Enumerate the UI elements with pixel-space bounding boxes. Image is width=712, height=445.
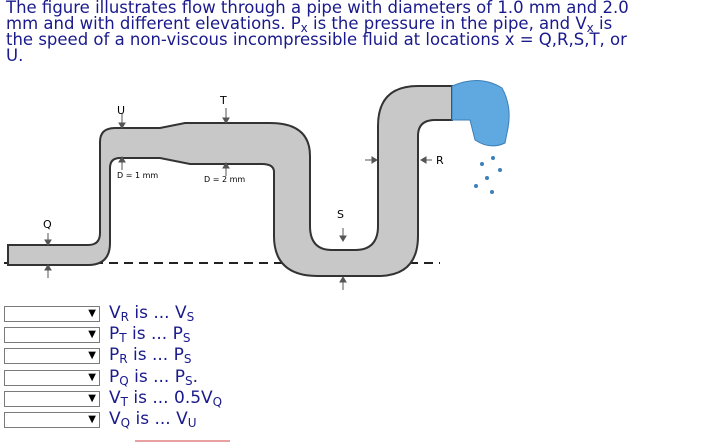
answer-dropdown[interactable]: ▼ [4, 369, 100, 386]
answer-dropdown[interactable]: ▼ [4, 306, 100, 322]
question-line-4: U. [6, 46, 24, 65]
answer-dropdown[interactable]: ▼ [4, 348, 100, 365]
answer-dropdown[interactable]: ▼ [4, 327, 100, 344]
underline-mark [135, 440, 230, 442]
label-u: U [117, 104, 125, 117]
statement-text: VT is ... 0.5VQ [109, 387, 223, 409]
answer-dropdown[interactable]: ▼ [4, 390, 100, 407]
statement-text: PQ is ... PS. [109, 366, 199, 388]
label-s: S [337, 208, 344, 221]
question-line-2c: is [593, 14, 613, 33]
chevron-down-icon: ▼ [88, 308, 96, 319]
answer-dropdown[interactable]: ▼ [4, 411, 100, 428]
label-r: R [436, 154, 444, 167]
pipe-figure: U T Q S R D = 1 mm D = 2 mm [4, 80, 510, 290]
question-line-3: the speed of a non-viscous incompressibl… [6, 30, 627, 49]
statement-text: VR is ... VS [109, 303, 195, 324]
question-line-2b: is the pressure in the pipe, and V [307, 14, 587, 33]
label-q: Q [43, 218, 52, 231]
chevron-down-icon: ▼ [88, 392, 96, 404]
chevron-down-icon: ▼ [88, 413, 96, 425]
statement-text: PT is ... PS [109, 324, 191, 346]
label-diameter-2: D = 2 mm [204, 175, 245, 184]
question-line-2a: mm and with different elevations. P [6, 14, 301, 33]
chevron-down-icon: ▼ [88, 350, 96, 362]
label-diameter-1: D = 1 mm [117, 171, 158, 180]
arrow-markers [44, 108, 432, 290]
chevron-down-icon: ▼ [88, 329, 96, 341]
water-outflow [451, 80, 510, 194]
subscript-x: x [300, 21, 308, 35]
label-t: T [219, 94, 227, 107]
statement-text: VQ is ... VU [109, 408, 197, 430]
chevron-down-icon: ▼ [88, 371, 96, 383]
subscript-x: x [586, 21, 594, 35]
question-line-1: The figure illustrates flow through a pi… [6, 0, 629, 17]
question-text: The figure illustrates flow through a pi… [6, 0, 706, 64]
statement-text: PR is ... PS [109, 345, 192, 367]
